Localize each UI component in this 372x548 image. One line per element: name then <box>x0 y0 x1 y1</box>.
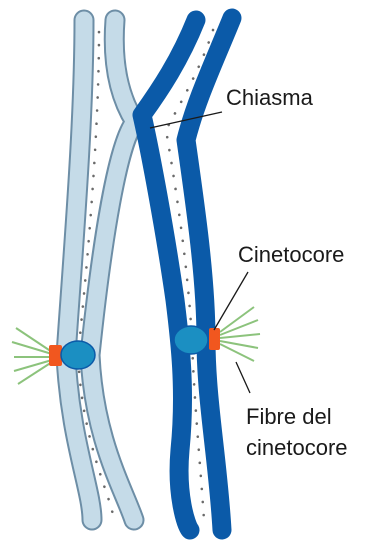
fibres-right <box>220 307 260 361</box>
kinetochore-left <box>49 345 62 366</box>
fibre-leader <box>236 362 250 393</box>
dark-chromatid-1 <box>142 20 196 530</box>
cinetocore-label: Cinetocore <box>238 242 344 267</box>
dark-chromosome <box>142 18 232 530</box>
centromere-right <box>174 326 208 354</box>
chiasma-label: Chiasma <box>226 85 314 110</box>
cinetocore-leader <box>214 272 248 330</box>
light-chromosome <box>66 20 135 520</box>
kinetochore-right <box>209 328 220 350</box>
fibre-label-line2: cinetocore <box>246 435 348 460</box>
centromere-left <box>61 341 95 369</box>
fibres-left <box>12 328 52 384</box>
fibre-label-line1: Fibre del <box>246 404 332 429</box>
